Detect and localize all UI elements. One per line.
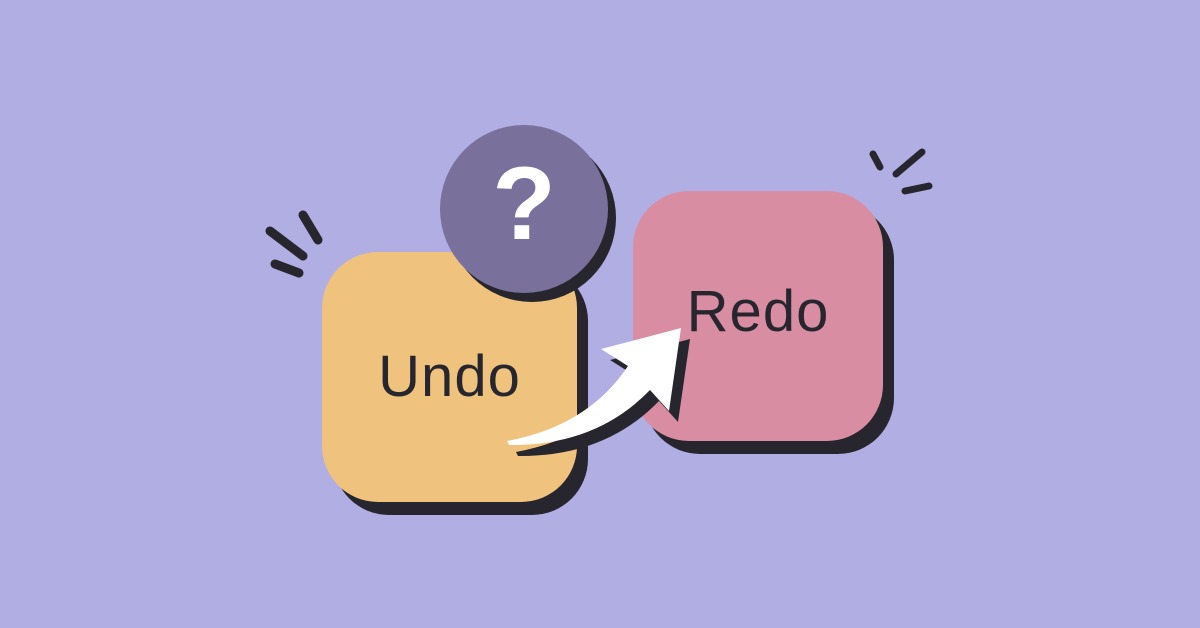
redo-card: Redo — [633, 191, 883, 441]
emphasis-sparks-icon — [869, 148, 933, 195]
emphasis-sparks-icon — [265, 210, 323, 278]
question-badge: ? — [440, 125, 608, 293]
redo-card-label: Redo — [686, 279, 830, 344]
undo-card-label: Undo — [378, 344, 521, 409]
question-mark-icon: ? — [492, 146, 556, 262]
